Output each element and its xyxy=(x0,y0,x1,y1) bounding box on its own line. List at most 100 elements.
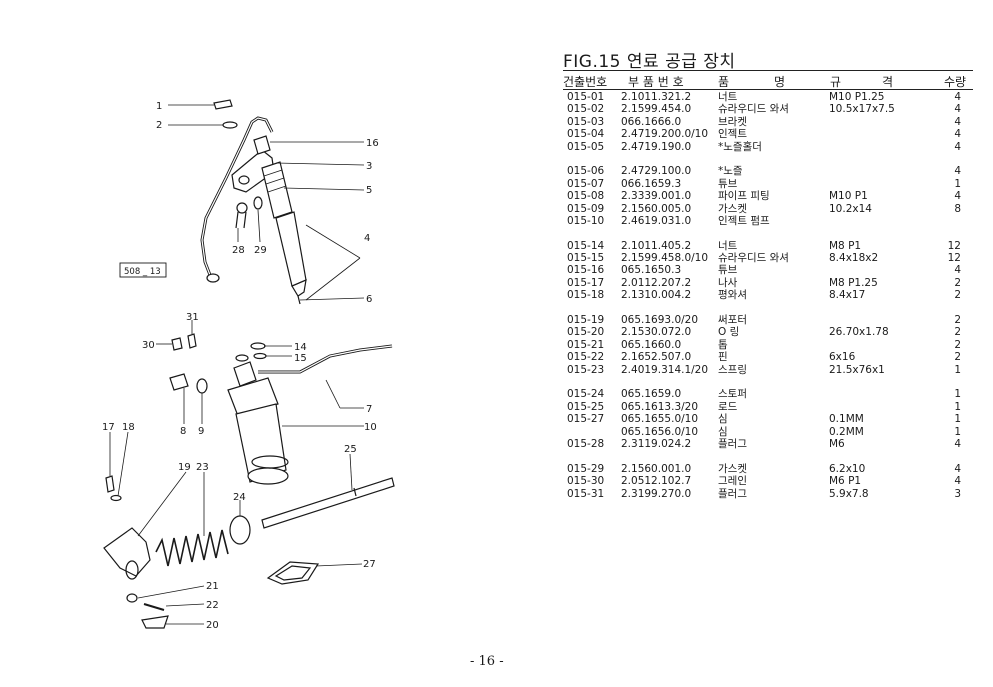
part-no: 065.1659.0 xyxy=(621,388,682,401)
callout-5: 5 xyxy=(366,185,372,196)
part-no: 065.1655.0/10 xyxy=(621,413,699,426)
part-qty: 4 xyxy=(954,165,961,178)
callout-7: 7 xyxy=(366,404,372,415)
group-spacer xyxy=(563,450,973,462)
part-no: 2.4719.190.0 xyxy=(621,140,692,153)
ref-no: 015-02 xyxy=(567,103,605,116)
callout-17: 17 xyxy=(102,422,115,433)
group-spacer xyxy=(563,376,973,388)
ref-no: 015-07 xyxy=(567,177,605,190)
ref-no: 015-18 xyxy=(567,289,605,302)
part-name: 파이프 피팅 xyxy=(718,190,770,203)
header-part-no: 부 품 번 호 xyxy=(628,75,684,89)
part-no: 2.1560.005.0 xyxy=(621,202,692,215)
part-qty: 4 xyxy=(954,190,961,203)
part-no: 2.4019.314.1/20 xyxy=(621,363,709,376)
part-qty: 4 xyxy=(954,462,961,475)
part-no: 2.1310.004.2 xyxy=(621,289,692,302)
part-qty: 2 xyxy=(954,338,961,351)
callout-9: 9 xyxy=(198,426,204,437)
callout-19: 19 xyxy=(178,462,191,473)
part-name: 슈라우디드 와셔 xyxy=(718,103,789,116)
part-spec: M10 P1.25 xyxy=(829,91,885,103)
view-reference-box xyxy=(119,262,167,278)
part-name: 나사 xyxy=(718,276,738,289)
part-name: 가스켓 xyxy=(718,462,747,475)
callout-16: 16 xyxy=(366,138,379,149)
ref-no: 015-19 xyxy=(567,314,605,327)
ref-no: 015-17 xyxy=(567,276,605,289)
callout-18: 18 xyxy=(122,422,135,433)
part-name: *노즐홀더 xyxy=(718,140,762,153)
part-name: 톱 xyxy=(718,338,728,351)
part-name: 인젝트 펌프 xyxy=(718,214,770,227)
part-name: 스프링 xyxy=(718,363,747,376)
part-qty: 4 xyxy=(954,91,961,103)
ref-no: 015-05 xyxy=(567,140,605,153)
part-name: 튜브 xyxy=(718,177,738,190)
callout-labels: 1 2 16 3 5 4 6 28 29 31 30 14 15 8 9 7 1… xyxy=(102,101,379,631)
ref-no: 015-14 xyxy=(567,239,605,252)
injector-assembly-drawing xyxy=(200,99,307,305)
part-name: O 링 xyxy=(718,326,740,339)
part-qty: 1 xyxy=(954,177,961,190)
ref-no: 015-23 xyxy=(567,363,605,376)
part-name: 너트 xyxy=(718,91,738,103)
callout-22: 22 xyxy=(206,600,219,611)
injection-pump-drawing xyxy=(103,333,395,629)
ref-no: 015-27 xyxy=(567,413,605,426)
part-qty: 8 xyxy=(954,202,961,215)
ref-no: 015-29 xyxy=(567,462,605,475)
header-underline xyxy=(563,89,973,90)
lower-leader-lines xyxy=(109,320,364,625)
part-qty: 2 xyxy=(954,314,961,327)
part-qty: 1 xyxy=(954,388,961,401)
part-qty: 2 xyxy=(954,289,961,302)
callout-20: 20 xyxy=(206,620,219,631)
ref-no: 015-09 xyxy=(567,202,605,215)
ref-no: 015-06 xyxy=(567,165,605,178)
ref-no: 015-03 xyxy=(567,115,605,128)
part-spec: 6x16 xyxy=(829,351,856,364)
ref-no: 015-22 xyxy=(567,351,605,364)
callout-4: 4 xyxy=(364,233,370,244)
ref-no: 015-04 xyxy=(567,128,605,141)
part-qty: 4 xyxy=(954,475,961,488)
ref-no: 015-28 xyxy=(567,437,605,450)
ref-no: 015-25 xyxy=(567,400,605,413)
part-spec: M6 xyxy=(829,437,845,450)
part-qty: 1 xyxy=(954,425,961,438)
part-qty: 2 xyxy=(954,351,961,364)
part-no: 2.3339.001.0 xyxy=(621,190,692,203)
part-spec: M10 P1 xyxy=(829,190,868,203)
part-qty: 1 xyxy=(954,363,961,376)
part-spec: 8.4x18x2 xyxy=(829,252,879,265)
part-name: 심 xyxy=(718,425,728,438)
header-ref-no: 건출번호 xyxy=(563,75,608,89)
header-name-b: 명 xyxy=(774,75,786,89)
part-spec: M8 P1 xyxy=(829,239,862,252)
callout-6: 6 xyxy=(366,294,372,305)
part-name: 핀 xyxy=(718,351,728,364)
ref-no: 015-24 xyxy=(567,388,605,401)
part-no: 065.1693.0/20 xyxy=(621,314,699,327)
header-qty: 수량 xyxy=(944,75,967,89)
part-name: 튜브 xyxy=(718,264,738,277)
part-name: 가스켓 xyxy=(718,202,747,215)
part-no: 2.1011.321.2 xyxy=(621,91,692,103)
part-name: 너트 xyxy=(718,239,738,252)
